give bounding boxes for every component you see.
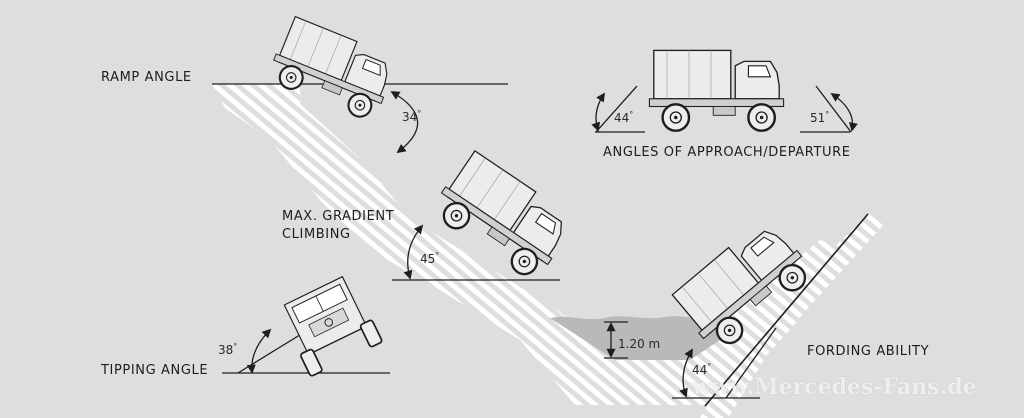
gradient-angle-value: 45°: [420, 251, 440, 266]
gradient-angle-arc: [403, 224, 424, 280]
watermark: www.Mercedes-Fans.de: [692, 374, 977, 400]
fording-depth-value: 1.20 m: [618, 337, 661, 351]
approach-angle-arc: [591, 92, 606, 132]
fording-ability-label: FORDING ABILITY: [807, 344, 930, 359]
ramp-angle-arc: [390, 91, 419, 154]
fording-angle-arc: [679, 348, 693, 398]
ramp-angle-label: RAMP ANGLE: [101, 70, 192, 85]
tipping-angle-arc: [246, 328, 272, 374]
fording-angle-value: 44°: [692, 362, 712, 377]
fording-slope-terrain: [700, 214, 886, 418]
ramp-slope-terrain: [212, 84, 852, 405]
departure-angle-arc: [830, 92, 858, 132]
approach-angle-value: 44°: [614, 110, 634, 125]
approach-departure-label: ANGLES OF APPROACH/DEPARTURE: [603, 145, 851, 160]
departure-angle-value: 51°: [810, 110, 830, 125]
truck-icon: [648, 49, 785, 132]
tipping-angle-label: TIPPING ANGLE: [101, 363, 209, 378]
truck-icon: [276, 272, 384, 378]
reference-lines: [212, 83, 869, 407]
ramp-angle-terrain-top: [212, 84, 300, 104]
tipping-angle-value: 38°: [218, 342, 238, 357]
max-gradient-label-line1: MAX. GRADIENT: [282, 209, 395, 224]
max-gradient-label-line2: CLIMBING: [282, 227, 351, 242]
ramp-angle-value: 34°: [402, 109, 422, 124]
